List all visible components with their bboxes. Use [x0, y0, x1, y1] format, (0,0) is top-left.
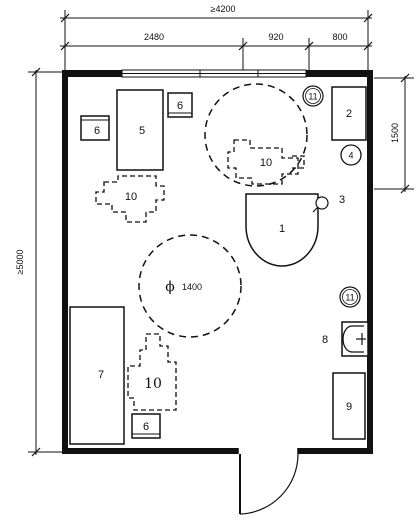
item-9-cabinet: 9 — [332, 372, 366, 440]
top-dimensions: ≥4200 2480 920 800 — [60, 4, 373, 72]
turning-circle-upper — [204, 83, 308, 187]
item-11-upper: 11 — [302, 85, 324, 107]
item-7-bed: 7 — [69, 306, 125, 445]
label-8: 8 — [322, 334, 328, 346]
label-11b: 11 — [345, 293, 354, 303]
label-11a: 11 — [308, 92, 317, 102]
dim-overall-width: ≥4200 — [211, 4, 236, 14]
item-2-cabinet: 2 — [331, 86, 367, 141]
right-dimension: 1500 — [374, 73, 414, 194]
dim-overall-height: ≥5000 — [15, 250, 25, 275]
turning-circle-lower — [138, 234, 242, 338]
label-3: 3 — [339, 194, 345, 206]
left-dimension: ≥5000 — [15, 67, 64, 457]
walls — [62, 70, 373, 454]
label-6a: 6 — [94, 125, 100, 137]
label-9: 9 — [346, 401, 352, 413]
wheelchair-outline-left — [95, 175, 165, 223]
label-6b: 6 — [177, 100, 183, 112]
dim-segment-c: 800 — [332, 32, 347, 42]
item-8-washbasin: 8 — [322, 321, 369, 357]
item-11-lower: 11 — [339, 286, 361, 308]
door — [237, 448, 299, 515]
label-10a: 10 — [125, 191, 137, 203]
diameter-symbol: ϕ — [165, 279, 175, 295]
item-6-chair-upper-left: 6 — [80, 115, 110, 141]
dim-side-height: 1500 — [390, 123, 400, 143]
diameter-label: ϕ 1400 — [165, 279, 202, 295]
label-10b: 10 — [260, 157, 272, 169]
item-4-toilet: 4 — [340, 144, 362, 166]
dim-segment-b: 920 — [268, 32, 283, 42]
label-7: 7 — [98, 369, 104, 381]
wheelchair-outline-lower — [127, 333, 177, 411]
item-3-tap: 3 — [312, 194, 345, 213]
item-6-chair-bottom: 6 — [131, 413, 161, 439]
label-5: 5 — [139, 125, 145, 137]
label-4: 4 — [348, 151, 353, 161]
label-6c: 6 — [143, 421, 149, 433]
diameter-value: 1400 — [182, 282, 202, 292]
item-1-bath: 1 — [245, 193, 319, 267]
label-1: 1 — [279, 223, 285, 235]
wheelchair-outline-upper — [227, 139, 305, 185]
item-5-bed: 5 — [116, 89, 164, 171]
dim-segment-a: 2480 — [144, 32, 164, 42]
label-2: 2 — [346, 108, 352, 120]
window — [121, 69, 307, 78]
label-10c: 10 — [144, 376, 162, 392]
item-6-chair-top: 6 — [167, 92, 193, 118]
